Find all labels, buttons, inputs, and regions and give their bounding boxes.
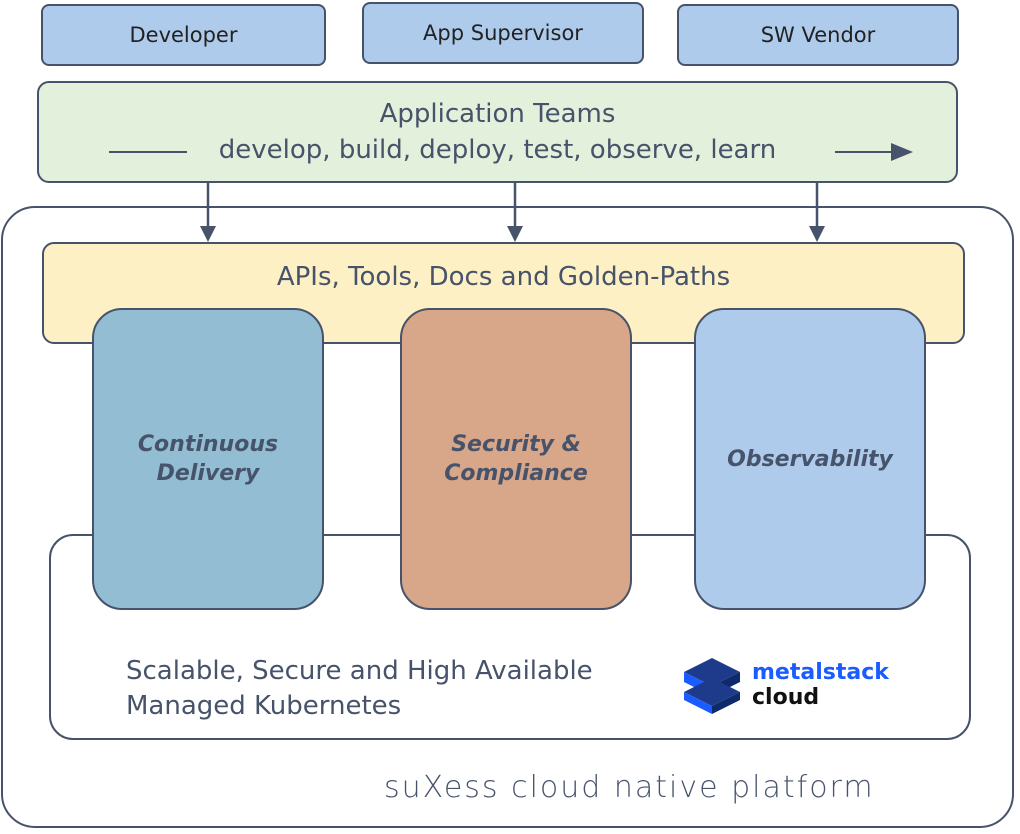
apis-tools-label: APIs, Tools, Docs and Golden-Paths [276,262,731,292]
kubernetes-line-1: Scalable, Secure and High Available [126,656,593,686]
role-app-supervisor-label: App Supervisor [423,21,583,45]
application-teams-title: Application Teams [379,99,616,129]
pillar-security-compliance: Security & Compliance [400,308,632,610]
pillar-sec-line-1: Security & [451,432,581,457]
metalstack-name: metalstack [752,660,889,685]
application-teams-subtitle: develop, build, deploy, test, observe, l… [218,135,777,165]
pillar-obs-line-1: Observability [727,446,893,472]
lifecycle-arrow-icon [891,143,913,161]
metalstack-sub: cloud [752,685,820,710]
metalstack-wordmark: metalstack cloud [752,660,889,710]
lifecycle-line-left [109,151,187,153]
pillar-sec-line-2: Compliance [444,461,588,486]
metalstack-logo-icon [684,658,740,714]
role-sw-vendor: SW Vendor [677,4,959,66]
application-teams-box: Application Teams develop, build, deploy… [37,81,958,183]
pillar-cd-line-1: Continuous [137,432,279,457]
kubernetes-line-2: Managed Kubernetes [126,691,402,721]
connector-arrows [200,183,825,242]
role-developer-label: Developer [129,23,238,47]
role-sw-vendor-label: SW Vendor [760,23,876,47]
kubernetes-text: Scalable, Secure and High Available Mana… [126,654,593,724]
pillar-cd-line-2: Delivery [156,461,260,486]
pillar-observability: Observability [694,308,926,610]
role-developer: Developer [41,4,326,66]
brand-footer: suXess cloud native platform [384,770,875,805]
role-app-supervisor: App Supervisor [362,2,644,64]
lifecycle-line-right [835,151,897,153]
pillar-continuous-delivery: Continuous Delivery [92,308,324,610]
